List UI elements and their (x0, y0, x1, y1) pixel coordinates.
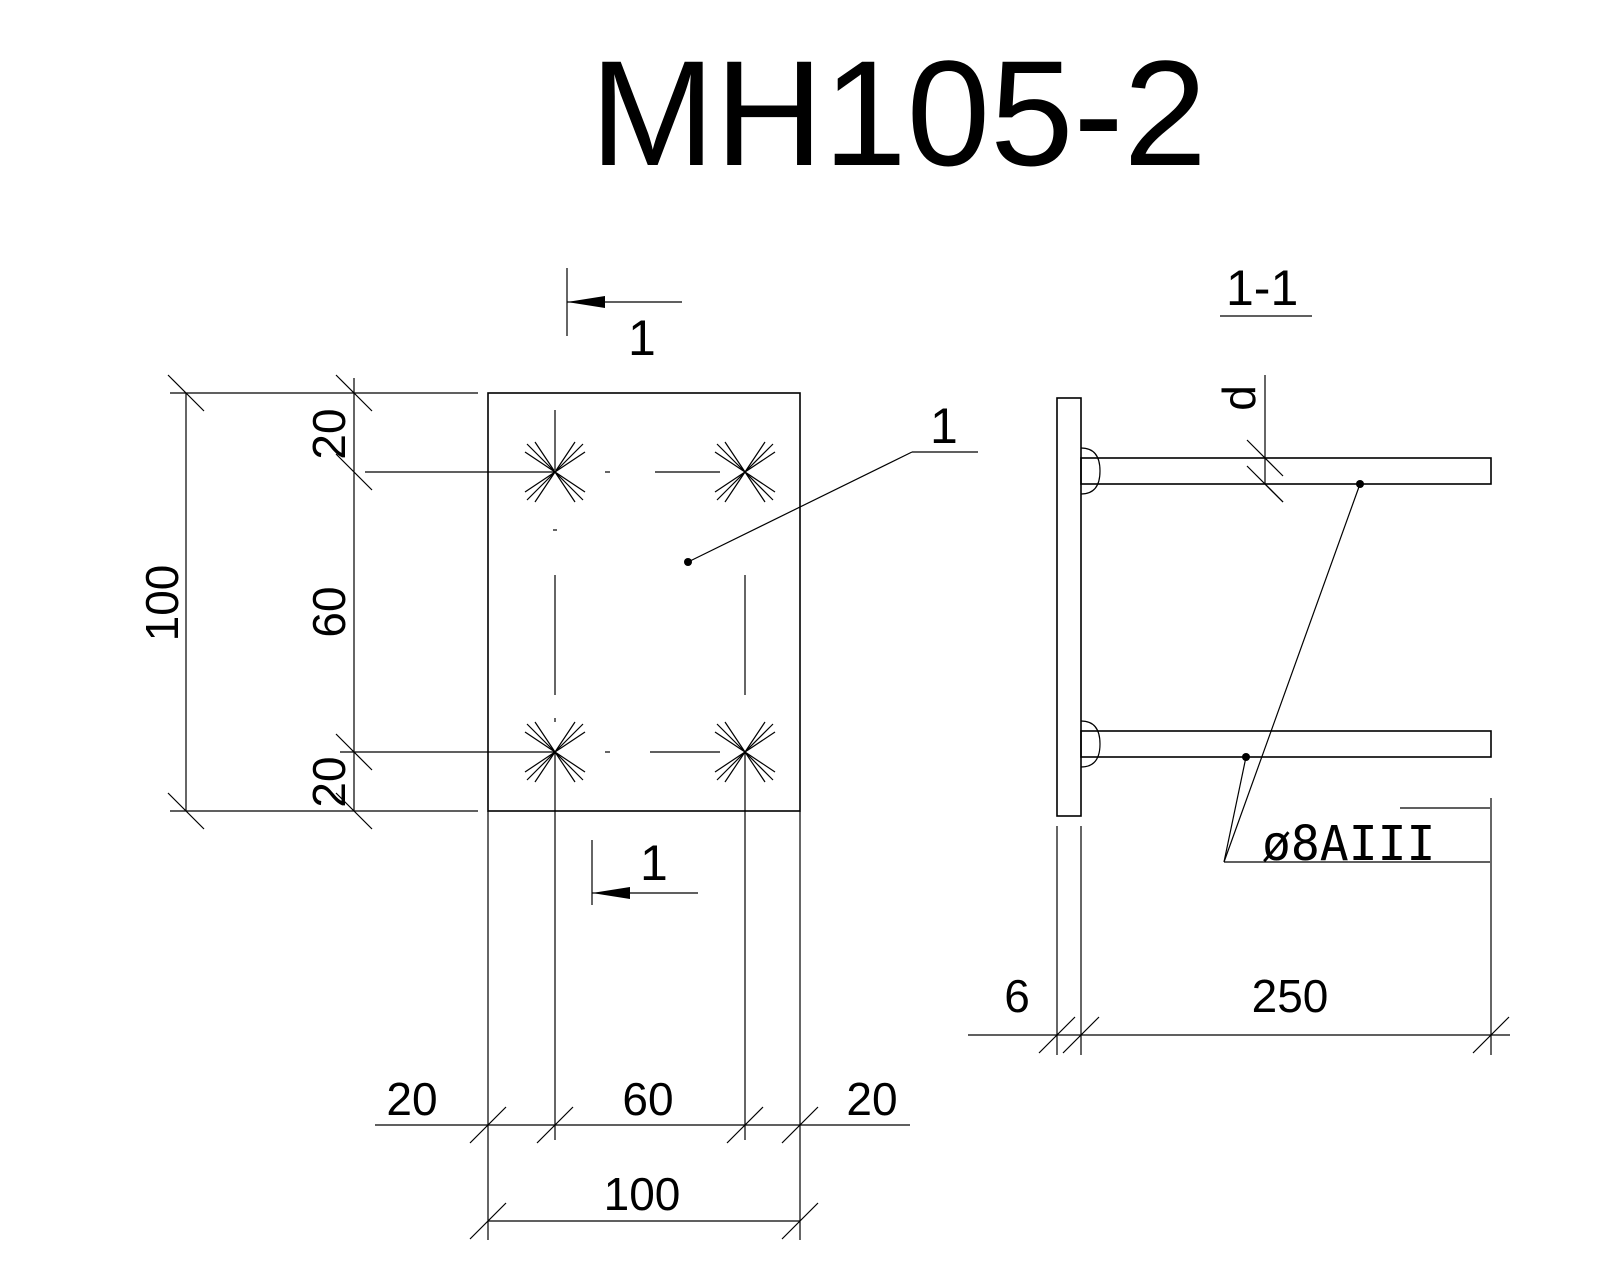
position-leader: 1 (684, 398, 978, 566)
plan-view: 1 1 1 100 20 60 (136, 268, 978, 1240)
section-cut-top: 1 (566, 268, 682, 366)
anchor-weld-top-right (714, 441, 776, 503)
dim-middle-h: 60 (622, 1073, 673, 1125)
section-view: 1-1 d ø8AIII (968, 260, 1510, 1055)
section-rod-top (1080, 447, 1492, 495)
dim-rod-diameter: d (1213, 385, 1265, 411)
dimension-horizontal-chain: 20 60 20 (375, 1073, 910, 1144)
dim-top-edge: 20 (303, 408, 355, 459)
dimension-vertical-chain: 20 60 20 (303, 374, 373, 830)
section-title: 1-1 (1226, 260, 1298, 316)
dim-right-edge: 20 (846, 1073, 897, 1125)
cut-label-top: 1 (628, 310, 656, 366)
dimension-vertical-total: 100 (136, 374, 205, 830)
rebar-spec: ø8AIII (1262, 816, 1435, 872)
position-mark: 1 (930, 398, 958, 454)
dim-plate-thickness: 6 (1004, 970, 1030, 1022)
rebar-leader: ø8AIII (1223, 480, 1490, 872)
dimension-section: 6 250 (968, 970, 1510, 1054)
extension-lines-plan (170, 392, 801, 1240)
dim-left-edge: 20 (386, 1073, 437, 1125)
anchor-centerlines (553, 410, 746, 753)
section-plate (1056, 397, 1082, 817)
section-rod-bottom (1080, 720, 1492, 768)
dimension-horizontal-total: 100 (469, 1168, 819, 1240)
dim-rod-length: 250 (1252, 970, 1329, 1022)
plate-outline (487, 392, 801, 812)
dim-height-total: 100 (136, 565, 188, 642)
dim-middle-v: 60 (303, 586, 355, 637)
section-cut-bottom: 1 (591, 835, 698, 905)
cut-label-bottom: 1 (640, 835, 668, 891)
dim-bottom-edge: 20 (303, 756, 355, 807)
extension-lines-section (1056, 798, 1492, 1055)
drawing-title: MH105-2 (590, 29, 1207, 197)
dimension-rod-diameter: d (1213, 375, 1284, 503)
dim-width-total: 100 (604, 1168, 681, 1220)
